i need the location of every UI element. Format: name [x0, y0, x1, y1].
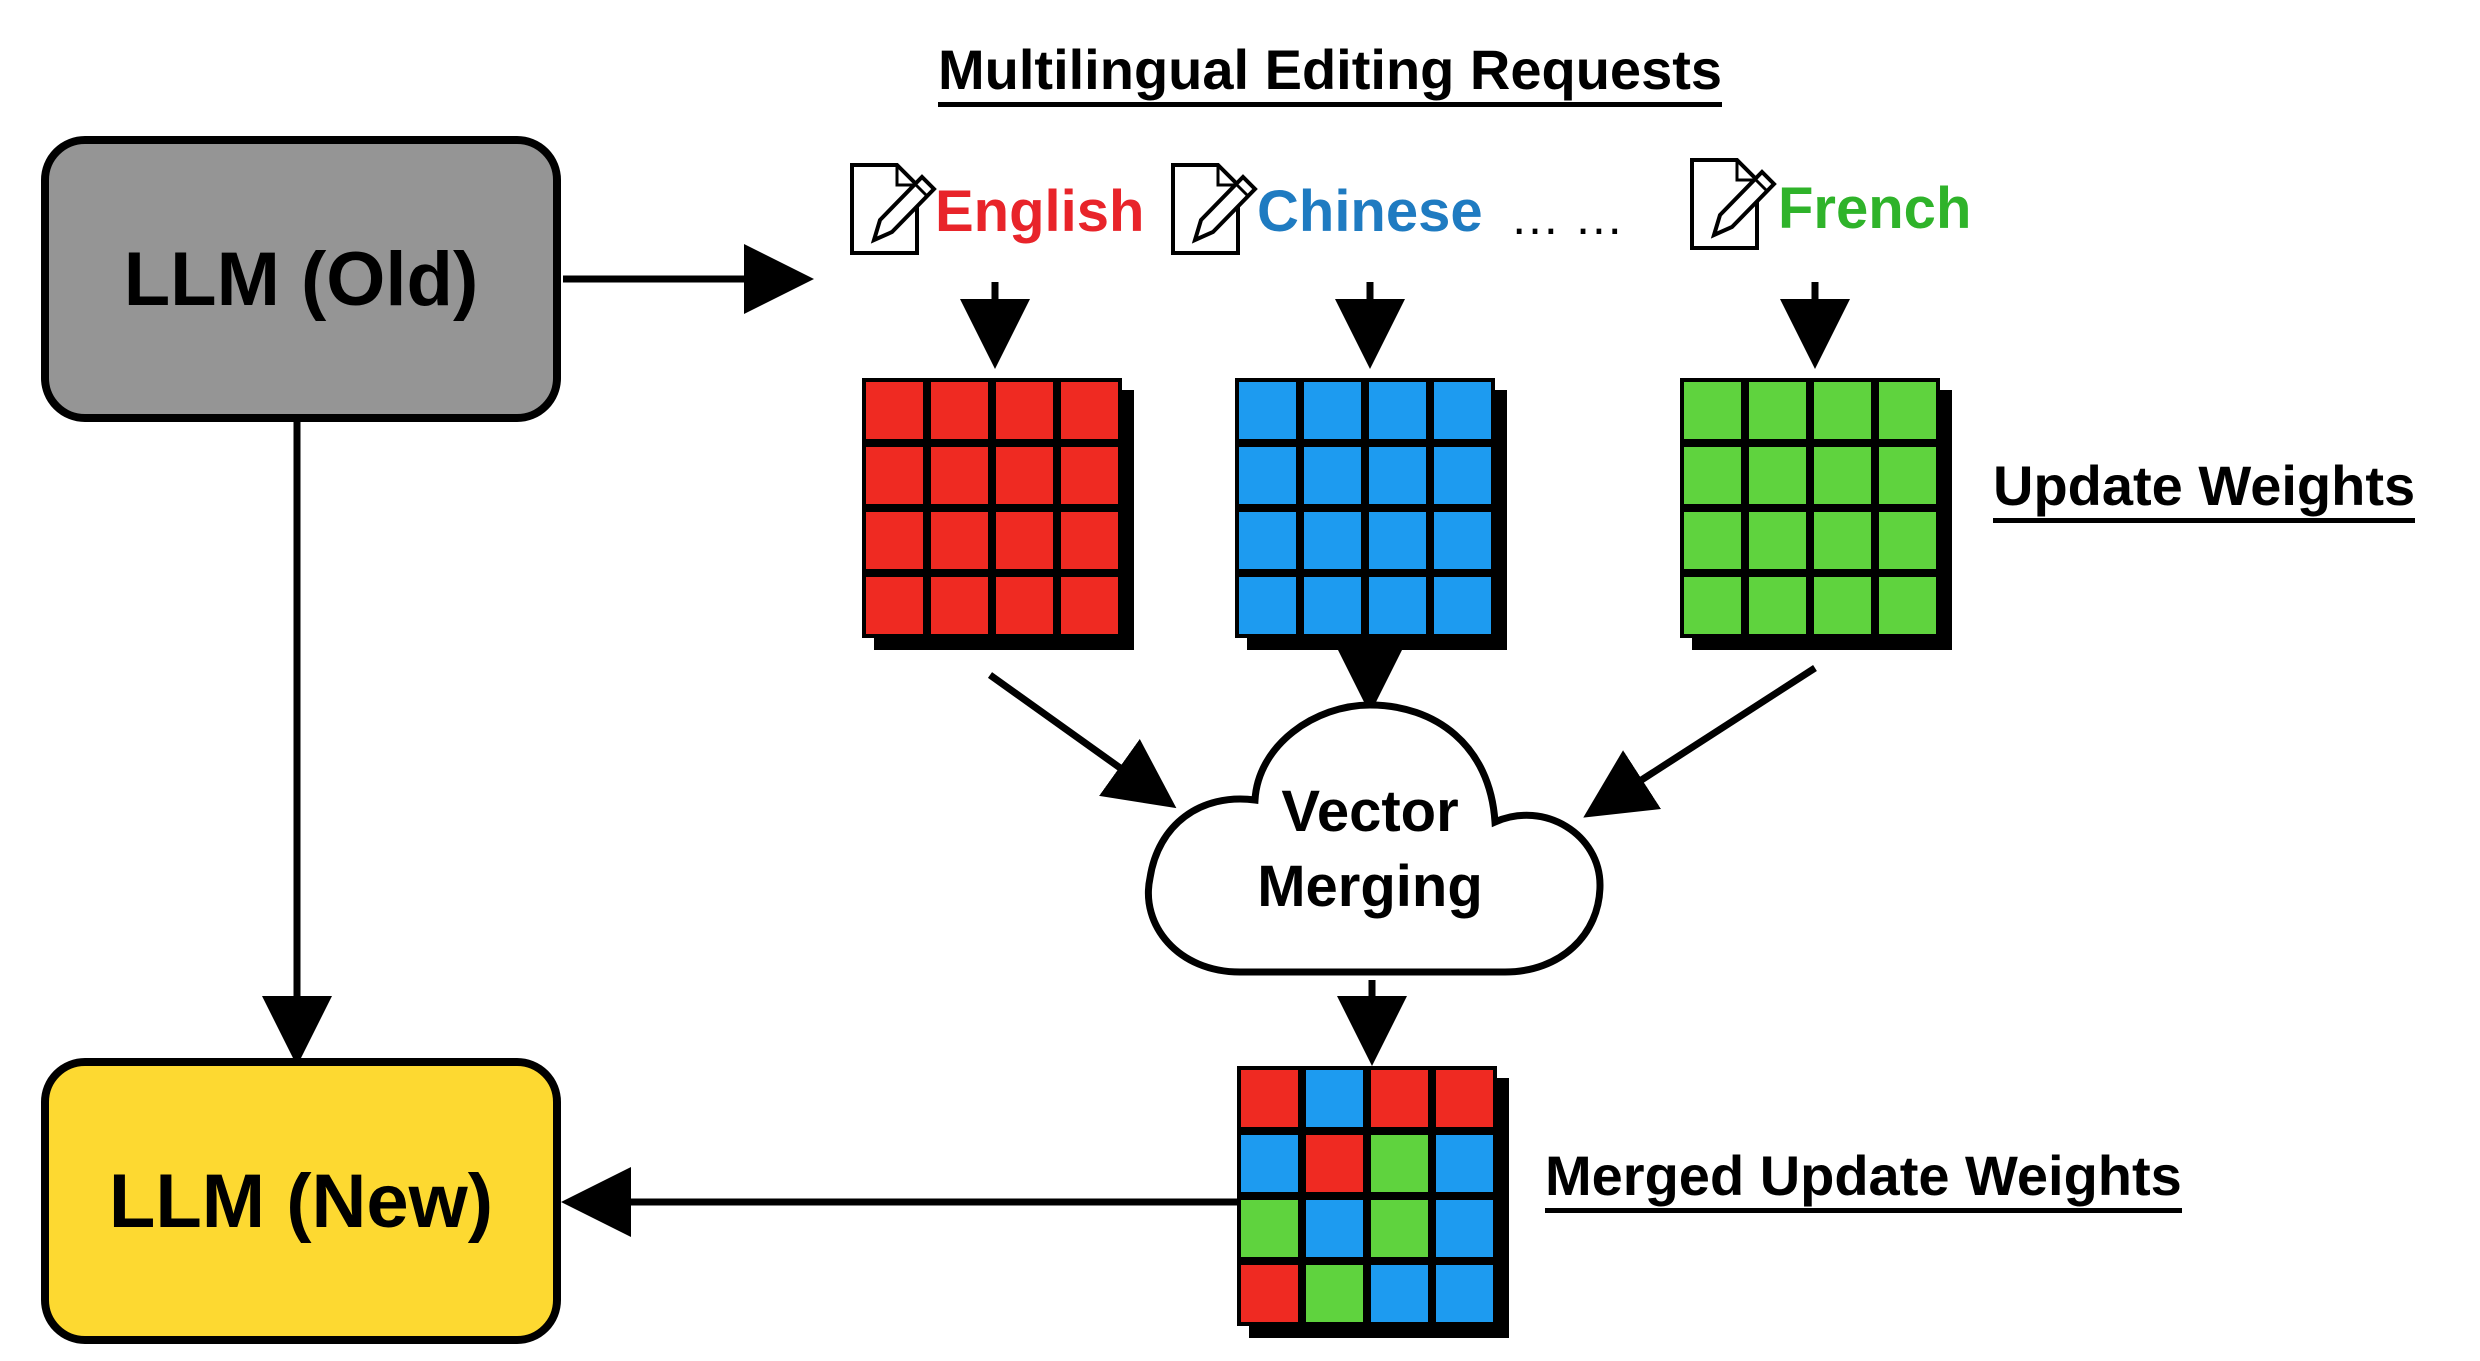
document-pen-icon: [850, 163, 937, 255]
matrix-cell: [931, 382, 988, 439]
matrix-cell: [996, 512, 1053, 569]
matrix-cell: [1434, 447, 1491, 504]
matrix-cell: [1241, 1265, 1298, 1322]
matrix-cell: [1749, 512, 1806, 569]
matrix-cell: [866, 447, 923, 504]
matrix-cell: [1241, 1200, 1298, 1257]
matrix-cell: [1879, 577, 1936, 634]
arrow-english-matrix-to-merge: [987, 672, 1177, 809]
matrix-cell: [1061, 512, 1118, 569]
matrix-cell: [1371, 1265, 1428, 1322]
matrix-cell: [1371, 1070, 1428, 1127]
matrix-cell: [1369, 512, 1426, 569]
matrix-cell: [1304, 447, 1361, 504]
matrix-cell: [1239, 382, 1296, 439]
merged-update-weights-label: Merged Update Weights: [1545, 1148, 2182, 1213]
matrix-cell: [1814, 512, 1871, 569]
matrix-cell: [1304, 577, 1361, 634]
matrix-cell: [866, 512, 923, 569]
matrix-cell: [1879, 447, 1936, 504]
matrix-cell: [1304, 382, 1361, 439]
document-pen-icon: [1171, 163, 1258, 255]
chinese-update-matrix: [1235, 378, 1507, 650]
matrix-cell: [1241, 1070, 1298, 1127]
language-english: English: [935, 179, 1145, 244]
merged-update-matrix: [1237, 1066, 1509, 1338]
matrix-cell: [1304, 512, 1361, 569]
matrix-cell: [1436, 1070, 1493, 1127]
matrix-cell: [1749, 577, 1806, 634]
matrix-cell: [1061, 577, 1118, 634]
matrix-cell: [1436, 1200, 1493, 1257]
matrix-cell: [1239, 447, 1296, 504]
llm-new-label: LLM (New): [108, 1158, 494, 1244]
matrix-cell: [996, 577, 1053, 634]
french-update-matrix: [1680, 378, 1952, 650]
matrix-cell: [931, 447, 988, 504]
language-ellipsis: … …: [1510, 189, 1624, 245]
matrix-cell: [1749, 382, 1806, 439]
matrix-cell: [1684, 577, 1741, 634]
matrix-cell: [1879, 382, 1936, 439]
matrix-cell: [1814, 447, 1871, 504]
matrix-cell: [1306, 1265, 1363, 1322]
llm-old-box: [41, 136, 561, 422]
matrix-cell: [1241, 1135, 1298, 1192]
arrow-french-matrix-to-merge: [1583, 665, 1817, 818]
matrix-cell: [1239, 577, 1296, 634]
document-pen-icon: [1690, 158, 1777, 250]
matrix-cell: [1684, 447, 1741, 504]
matrix-cell: [1306, 1200, 1363, 1257]
matrix-cell: [1369, 382, 1426, 439]
language-chinese: Chinese: [1257, 179, 1483, 244]
matrix-cell: [931, 577, 988, 634]
matrix-cell: [1369, 447, 1426, 504]
vector-merging-label-line1: Vector: [1281, 779, 1459, 844]
matrix-cell: [1434, 382, 1491, 439]
matrix-cell: [1749, 447, 1806, 504]
matrix-cell: [996, 447, 1053, 504]
matrix-cell: [1239, 512, 1296, 569]
matrix-cell: [1436, 1265, 1493, 1322]
matrix-cell: [1434, 512, 1491, 569]
diagram-title: Multilingual Editing Requests: [938, 42, 1722, 107]
english-update-matrix: [862, 378, 1134, 650]
matrix-cell: [866, 577, 923, 634]
matrix-cell: [1684, 512, 1741, 569]
language-french: French: [1778, 176, 1972, 241]
matrix-cell: [1306, 1135, 1363, 1192]
flow-arrows: [262, 244, 1850, 1237]
matrix-cell: [1371, 1135, 1428, 1192]
matrix-cell: [1879, 512, 1936, 569]
matrix-cell: [1371, 1200, 1428, 1257]
matrix-cell: [1061, 382, 1118, 439]
vector-merging-cloud: [1145, 701, 1604, 976]
matrix-cell: [1369, 577, 1426, 634]
llm-old-label: LLM (Old): [123, 236, 479, 322]
matrix-cell: [931, 512, 988, 569]
matrix-cell: [1684, 382, 1741, 439]
matrix-cell: [1814, 382, 1871, 439]
matrix-cell: [1434, 577, 1491, 634]
update-weights-label: Update Weights: [1993, 458, 2416, 523]
vector-merging-label-line2: Merging: [1257, 854, 1483, 919]
matrix-cell: [996, 382, 1053, 439]
matrix-cell: [866, 382, 923, 439]
matrix-cell: [1306, 1070, 1363, 1127]
matrix-cell: [1061, 447, 1118, 504]
matrix-cell: [1436, 1135, 1493, 1192]
matrix-cell: [1814, 577, 1871, 634]
